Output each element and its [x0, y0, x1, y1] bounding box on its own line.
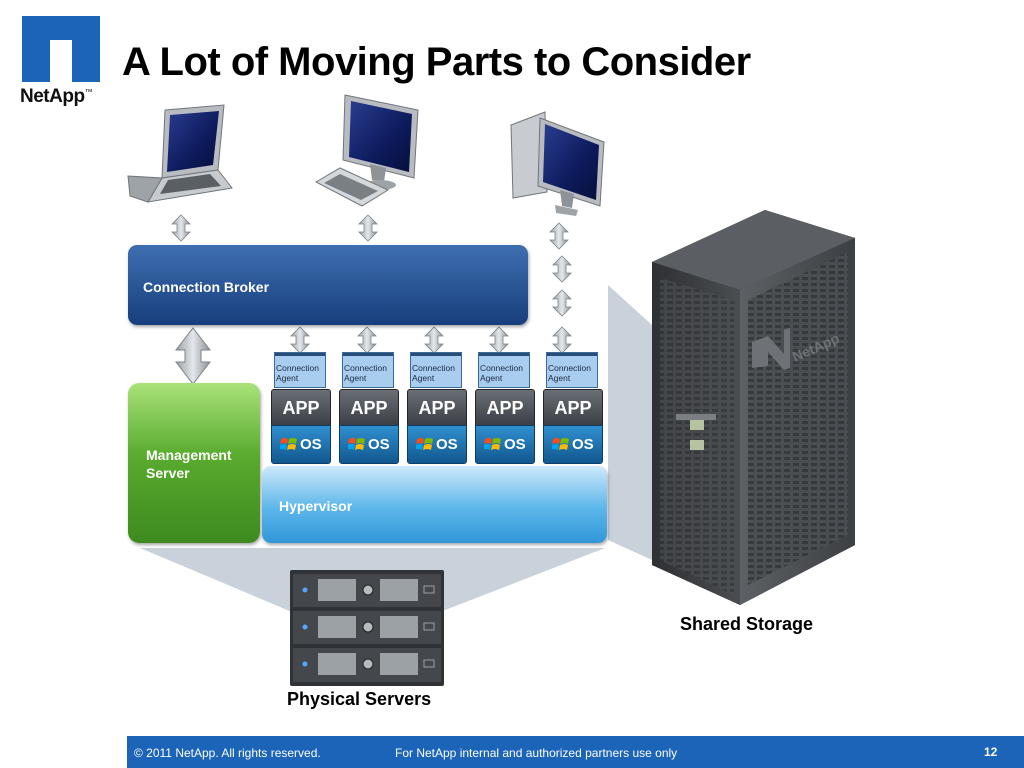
windows-logo-icon [484, 438, 501, 450]
os-block: OS [339, 425, 399, 464]
app-block: APP [339, 389, 399, 427]
connection-agent-titlebar [275, 353, 325, 356]
connection-agent-label: Connection Agent [412, 363, 456, 383]
app-block: APP [407, 389, 467, 427]
app-block: APP [543, 389, 603, 427]
storage-projection [608, 285, 652, 560]
connection-agent-label: Connection Agent [344, 363, 388, 383]
footer-bar: © 2011 NetApp. All rights reserved. For … [127, 736, 1024, 768]
connection-broker-label: Connection Broker [143, 279, 270, 295]
connection-agent-box: Connection Agent [274, 352, 326, 388]
slide-title: A Lot of Moving Parts to Consider [122, 40, 751, 84]
management-server-box: Management Server [128, 383, 260, 543]
shared-storage-label: Shared Storage [680, 614, 814, 634]
storage-rack-icon [652, 210, 855, 605]
connection-agent-label: Connection Agent [548, 363, 592, 383]
os-block: OS [271, 425, 331, 464]
desktop-icon [314, 94, 419, 207]
connection-agent-box: Connection Agent [478, 352, 530, 388]
workstation-icon [510, 111, 605, 216]
physical-servers-label: Physical Servers [287, 689, 432, 709]
connection-agent-titlebar [343, 353, 393, 356]
os-block: OS [475, 425, 535, 464]
windows-logo-icon [552, 438, 569, 450]
connection-broker-box: Connection Broker [128, 245, 528, 325]
footer-copyright: © 2011 NetApp. All rights reserved. [134, 746, 321, 760]
os-label: OS [572, 436, 594, 453]
app-block: APP [475, 389, 535, 427]
connection-agent-label: Connection Agent [480, 363, 524, 383]
connection-agent-label: Connection Agent [276, 363, 320, 383]
page-number: 12 [984, 745, 998, 759]
connection-agent-box: Connection Agent [342, 352, 394, 388]
footer-internal-notice: For NetApp internal and authorized partn… [395, 746, 678, 760]
windows-logo-icon [348, 438, 365, 450]
management-server-label: Management Server [146, 447, 232, 481]
app-block: APP [271, 389, 331, 427]
physical-servers-icon [290, 570, 444, 686]
os-label: OS [300, 436, 322, 453]
os-label: OS [504, 436, 526, 453]
windows-logo-icon [280, 438, 297, 450]
windows-logo-icon [416, 438, 433, 450]
connection-agent-box: Connection Agent [410, 352, 462, 388]
os-label: OS [368, 436, 390, 453]
netapp-logo-text: NetApp™ [20, 86, 93, 107]
os-block: OS [407, 425, 467, 464]
hypervisor-label: Hypervisor [279, 498, 353, 514]
hypervisor-box: Hypervisor [262, 466, 607, 543]
connection-agent-box: Connection Agent [546, 352, 598, 388]
laptop-icon [127, 104, 233, 203]
connection-agent-titlebar [479, 353, 529, 356]
os-label: OS [436, 436, 458, 453]
connection-agent-titlebar [547, 353, 597, 356]
netapp-logo-icon [22, 16, 100, 82]
os-block: OS [543, 425, 603, 464]
connection-agent-titlebar [411, 353, 461, 356]
